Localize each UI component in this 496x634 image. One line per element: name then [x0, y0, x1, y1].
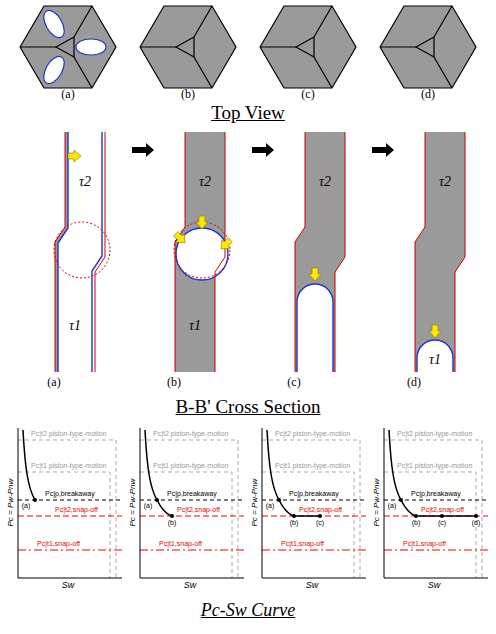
axis-label: Pc = Pw-Pnw [372, 479, 381, 527]
axis-label: Sw [184, 580, 197, 590]
pressure-level-label: Pc|t1,snap-off [36, 540, 81, 548]
point-label: (b) [412, 519, 421, 527]
panel-letter: (a) [61, 88, 74, 102]
cross-section-a [54, 132, 110, 372]
panel-letter: (c) [301, 88, 314, 102]
pressure-level-label: Pc|t2,snap-off [298, 506, 343, 514]
pressure-level-label: Pc|p,breakaway [410, 490, 462, 498]
section-title: Top View [211, 102, 285, 124]
throat-label: τ1 [69, 318, 81, 334]
axis-label: Sw [428, 580, 441, 590]
pressure-level-label: Pc|t2 piston-type-motion [152, 430, 229, 438]
section-title: B-B' Cross Section [176, 396, 321, 418]
pressure-level-label: Pc|p,breakaway [288, 490, 340, 498]
pressure-level-label: Pc|t2 piston-type-motion [274, 430, 351, 438]
panel-letter: (a) [47, 376, 60, 390]
point-label: (d) [472, 519, 481, 527]
panel-letter: (d) [407, 376, 421, 390]
panel-letter: (b) [181, 88, 195, 102]
pc-sw-plot-c [262, 428, 366, 578]
point-label: (a) [22, 502, 31, 510]
pressure-level-label: Pc|t2 piston-type-motion [30, 430, 107, 438]
point-label: (b) [168, 519, 177, 527]
pc-sw-plot-b [140, 428, 244, 578]
pressure-level-label: Pc|t1,snap-off [280, 540, 325, 548]
point-label: (a) [388, 502, 397, 510]
throat-label: τ2 [439, 174, 451, 190]
pressure-level-label: Pc|p,breakaway [44, 490, 96, 498]
pressure-level-label: Pc|t1 piston-type-motion [396, 462, 473, 470]
pressure-level-label: Pc|t1,snap-off [402, 540, 447, 548]
point-label: (a) [266, 502, 275, 510]
pressure-level-label: Pc|t1 piston-type-motion [30, 462, 107, 470]
throat-label: τ2 [319, 174, 331, 190]
pressure-level-label: Pc|p,breakaway [166, 490, 218, 498]
axis-label: Pc = Pw-Pnw [128, 479, 137, 527]
pressure-level-label: Pc|t2 piston-type-motion [396, 430, 473, 438]
axis-label: Pc = Pw-Pnw [6, 479, 15, 527]
cross-section-b [172, 132, 235, 372]
throat-label: τ2 [199, 174, 211, 190]
pc-sw-plot-d [384, 428, 488, 578]
throat-label: τ2 [79, 174, 91, 190]
pressure-level-label: Pc|t2,snap-off [54, 506, 99, 514]
pc-sw-plot-a [18, 428, 122, 578]
axis-label: Sw [306, 580, 319, 590]
axis-label: Pc = Pw-Pnw [250, 479, 259, 527]
sequence-arrows [132, 143, 394, 157]
top-view [20, 6, 476, 88]
point-label: (c) [438, 519, 446, 527]
panel-letter: (c) [287, 376, 300, 390]
pressure-level-label: Pc|t1,snap-off [158, 540, 203, 548]
pressure-level-label: Pc|t2,snap-off [420, 506, 465, 514]
cross-section-d [415, 132, 465, 372]
point-label: (b) [290, 519, 299, 527]
point-label: (c) [316, 519, 324, 527]
pressure-level-label: Pc|t1 piston-type-motion [274, 462, 351, 470]
throat-label: τ1 [189, 318, 201, 334]
panel-letter: (d) [421, 88, 435, 102]
panel-letter: (b) [167, 376, 181, 390]
section-title: Pc-Sw Curve [201, 600, 295, 621]
axis-label: Sw [62, 580, 75, 590]
cross-section-c [295, 132, 345, 372]
point-label: (a) [144, 502, 153, 510]
throat-label: τ1 [429, 352, 441, 368]
pressure-level-label: Pc|t2,snap-off [176, 506, 221, 514]
pressure-level-label: Pc|t1 piston-type-motion [152, 462, 229, 470]
